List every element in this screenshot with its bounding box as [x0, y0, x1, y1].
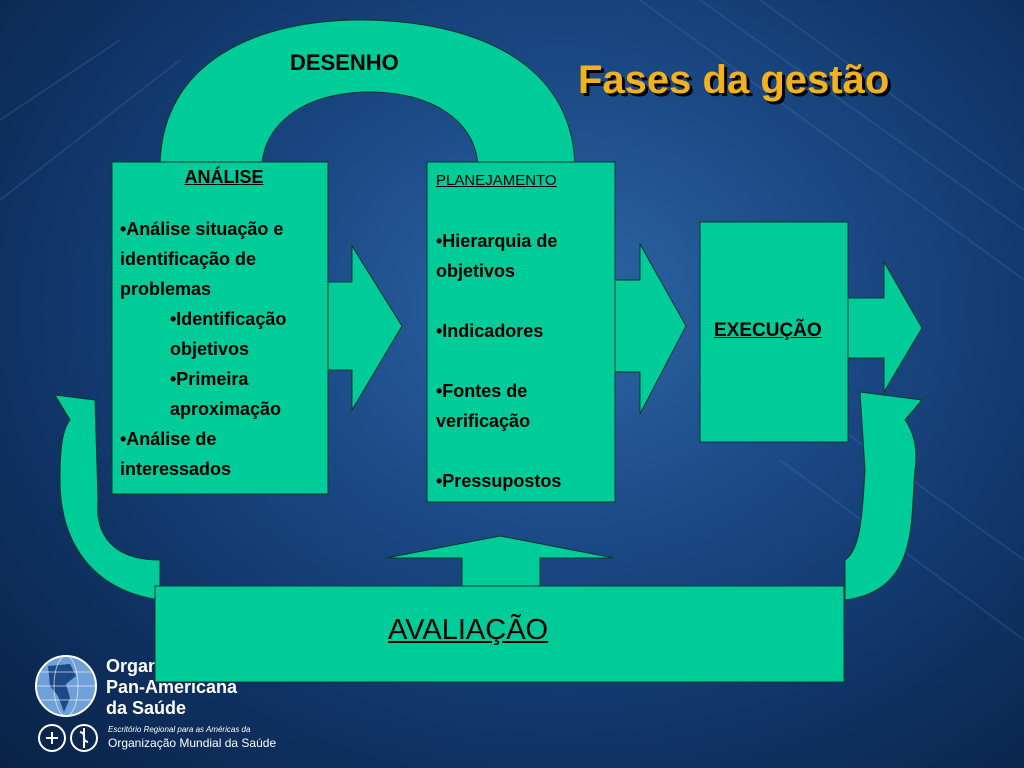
avaliacao-label-front: AVALIAÇÃO — [388, 614, 549, 646]
logo-subtitle-1: Escritório Regional para as Américas da — [108, 725, 251, 734]
left-cycle-arrow — [54, 394, 161, 601]
analise-box — [111, 161, 329, 495]
logo-subtitle-2: Organização Mundial da Saúde — [108, 736, 277, 750]
analise-content: ANÁLISE •Análise situação e identificaçã… — [120, 162, 320, 484]
globe-icon — [35, 655, 98, 752]
right-cycle-arrow — [844, 391, 923, 601]
planejamento-heading: PLANEJAMENTO — [436, 172, 557, 189]
planejamento-box — [426, 161, 616, 503]
logo-name: Organização Pan-Americana da Saúde — [106, 656, 237, 719]
who-emblem-icon — [70, 724, 98, 752]
slide-title: Fases da gestão — [578, 58, 890, 102]
planejamento-item: •Hierarquia de objetivos — [436, 231, 558, 281]
analise-item: •Análise de interessados — [120, 429, 232, 479]
paho-logo: Organização Pan-Americana da Saúde Escri… — [30, 654, 280, 758]
arrow-plan-to-exec — [613, 242, 687, 415]
logo-line1: Organização — [106, 656, 215, 676]
analise-item: •Primeira aproximação — [170, 369, 282, 419]
desenho-arc — [159, 19, 576, 171]
logo-line3: da Saúde — [106, 698, 187, 718]
logo-line2: Pan-Americana — [106, 677, 238, 697]
planejamento-item: •Pressupostos — [436, 471, 562, 491]
analise-item: •Análise situação e identificação de pro… — [120, 219, 284, 299]
avaliacao-up-arrow — [385, 535, 615, 589]
emblem-icon — [38, 724, 66, 752]
planejamento-content: PLANEJAMENTO •Hierarquia de objetivos •I… — [436, 166, 612, 496]
planejamento-item: •Fontes de verificação — [436, 381, 531, 431]
arrow-analise-to-plan — [325, 244, 403, 412]
analise-item: •Identificação objetivos — [170, 309, 287, 359]
execucao-label: EXECUÇÃO — [714, 320, 822, 341]
arrow-exec-out — [847, 260, 923, 394]
desenho-label: DESENHO — [290, 50, 399, 75]
analise-heading: ANÁLISE — [184, 167, 264, 187]
execucao-box — [699, 221, 849, 443]
planejamento-item: •Indicadores — [436, 321, 544, 341]
